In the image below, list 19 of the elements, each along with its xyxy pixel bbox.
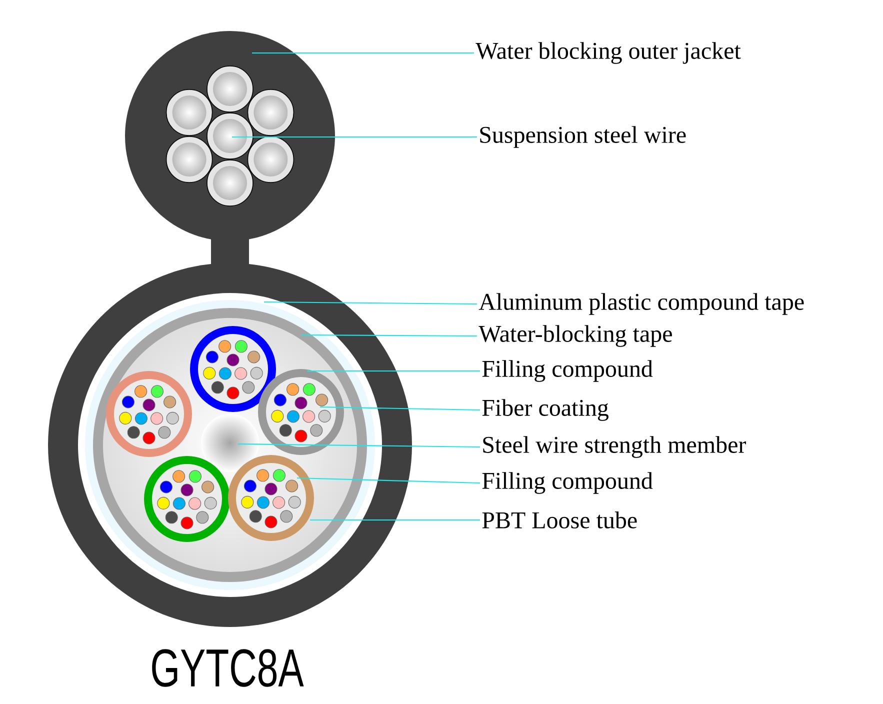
label-text: Filling compound (482, 472, 653, 494)
label-text: Steel wire strength member (483, 436, 746, 458)
label-text: Water-blocking tape (478, 325, 672, 347)
leader-line (232, 136, 477, 138)
leader-line (296, 477, 480, 484)
label-text: Aluminum plastic compound tape (478, 293, 804, 315)
leader-line (310, 519, 480, 521)
leader-line (238, 443, 480, 448)
label-text: Suspension steel wire (480, 126, 686, 148)
label-text: Water blocking outer jacket (476, 42, 741, 64)
leader-line (307, 370, 480, 372)
label-text: Filling compound (482, 360, 653, 382)
leader-line (252, 52, 474, 54)
caption: GYTC8A (152, 649, 304, 687)
label-text: Fiber coating (482, 399, 608, 421)
leader-line (264, 301, 477, 305)
leader-line (301, 334, 477, 337)
label-text: PBT Loose tube (482, 512, 637, 528)
leader-line (320, 406, 480, 411)
